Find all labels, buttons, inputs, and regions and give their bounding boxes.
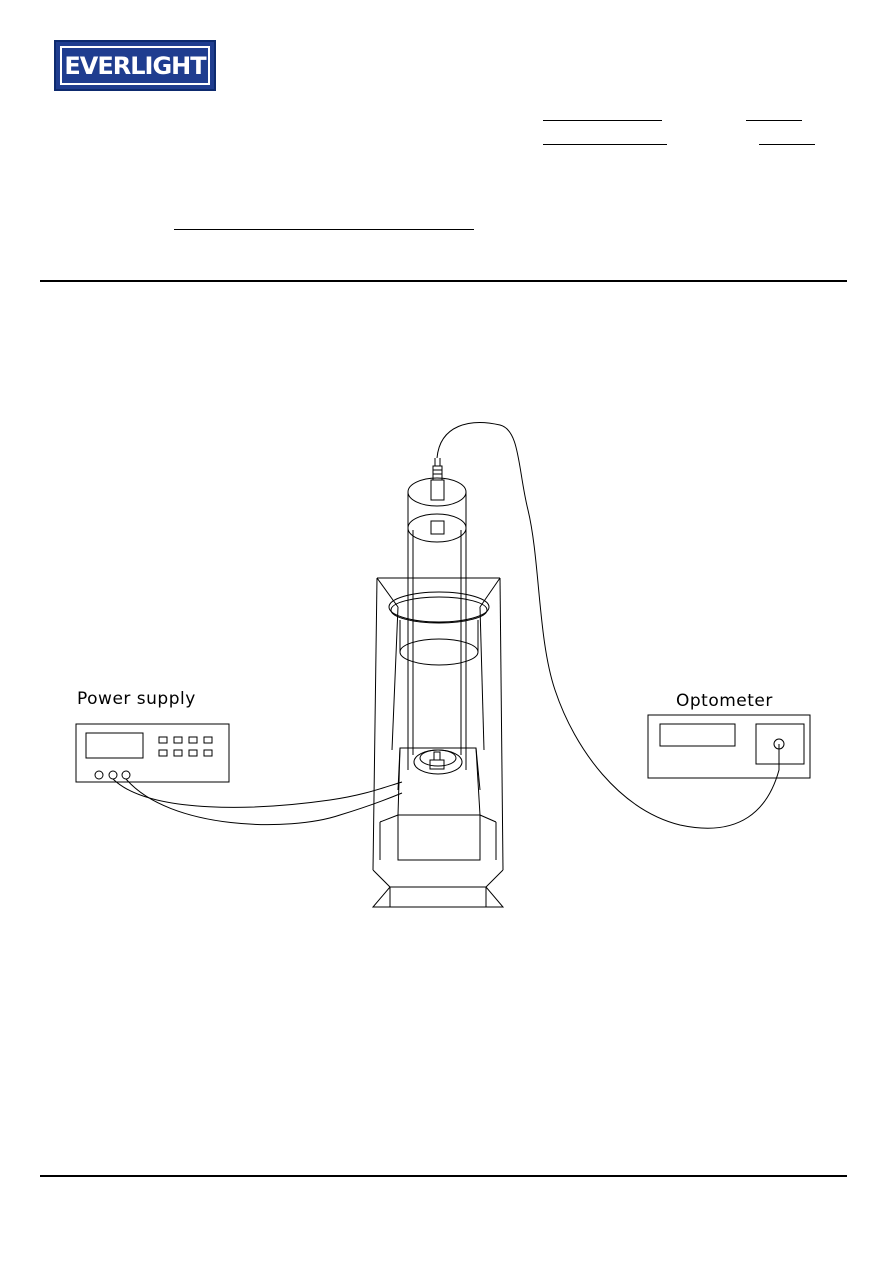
measurement-tube [407, 477, 467, 770]
optometer-label: Optometer [676, 691, 773, 711]
power-cable-1 [112, 778, 403, 808]
led-under-test [429, 759, 445, 770]
power-cable-2 [125, 778, 403, 826]
title-underline [174, 229, 474, 230]
power-supply-label: Power supply [77, 689, 196, 709]
power-supply-display [85, 732, 144, 759]
detector-window [430, 520, 445, 535]
logo-text: EVERLIGHT [64, 51, 206, 80]
header-field-line-2 [746, 120, 802, 121]
header-field-line-3 [543, 144, 667, 145]
sensor-connector [430, 458, 445, 501]
terminal-1 [94, 770, 104, 780]
fiber-cable [436, 422, 780, 829]
everlight-logo: EVERLIGHT [54, 40, 216, 91]
test-stand [371, 577, 505, 908]
logo-frame: EVERLIGHT [60, 46, 210, 85]
integrating-collar [388, 591, 490, 666]
optometer-input-port [773, 738, 785, 750]
optometer-display [659, 723, 736, 747]
optometer-unit [647, 714, 811, 779]
header-field-line-1 [543, 120, 662, 121]
terminal-3 [121, 770, 131, 780]
power-supply-unit [75, 723, 230, 783]
optometer-input-panel [755, 723, 805, 765]
footer-rule [40, 1175, 847, 1177]
header-field-line-4 [759, 144, 815, 145]
terminal-2 [108, 770, 118, 780]
header-rule [40, 280, 847, 282]
led-holder [379, 747, 497, 861]
